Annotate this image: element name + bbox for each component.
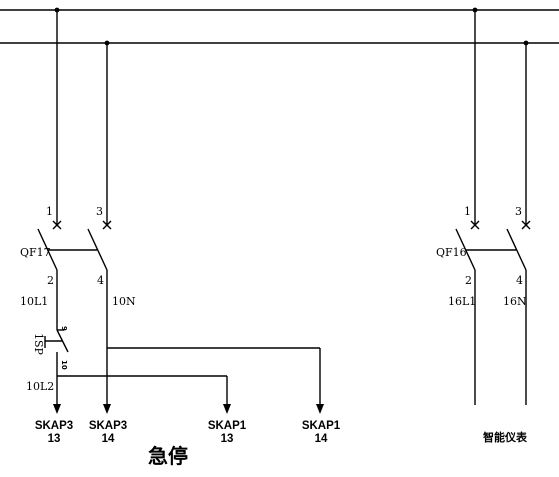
pin-label: 3 — [515, 205, 522, 218]
breaker-blade — [455, 228, 476, 271]
branch-wires — [57, 347, 321, 412]
arrow-down-icon — [53, 404, 61, 414]
wire-label: 10L2 — [26, 380, 54, 393]
wire-label: 16L1 — [448, 295, 476, 308]
breaker-qf16: 1 3 QF16 2 4 16L1 16N — [436, 10, 531, 405]
cross-mark-icon — [52, 220, 62, 230]
pin-label: 3 — [96, 205, 103, 218]
device-label: 1SP — [32, 333, 45, 356]
breaker-qf17: 1 3 QF17 2 4 10L1 10N — [20, 10, 136, 412]
arrow-down-icon — [316, 404, 324, 414]
terminal-name: SKAP3 — [89, 420, 127, 432]
estop-caption: 急停 — [148, 444, 188, 468]
terminal-name: SKAP3 — [35, 420, 73, 432]
breaker-blade — [506, 228, 527, 271]
pin-label: 1 — [46, 205, 53, 218]
terminal-name: SKAP1 — [208, 420, 247, 432]
pin-label: 1 — [464, 205, 471, 218]
contact-blade — [56, 329, 69, 353]
emergency-stop-switch: 1SP 9 10 10L2 — [26, 326, 69, 412]
contact-label: 9 — [60, 326, 68, 331]
cross-mark-icon — [102, 220, 112, 230]
terminal-number: 14 — [315, 433, 328, 445]
cross-mark-icon — [521, 220, 531, 230]
wire-label: 16N — [503, 295, 527, 308]
wire-label: 10N — [112, 295, 136, 308]
breaker-blade — [37, 228, 58, 271]
pin-label: 2 — [47, 274, 54, 287]
terminal-labels: SKAP3 13 SKAP3 14 SKAP1 13 SKAP1 14 — [35, 420, 341, 445]
pin-label: 4 — [516, 274, 523, 287]
terminal-number: 13 — [221, 433, 234, 445]
wire-label: 10L1 — [20, 295, 48, 308]
arrows — [53, 404, 324, 414]
terminal-number: 13 — [48, 433, 61, 445]
pin-label: 4 — [97, 274, 104, 287]
terminal-number: 14 — [102, 433, 115, 445]
breaker-name: QF16 — [436, 246, 467, 259]
arrow-down-icon — [103, 404, 111, 414]
breaker-blade — [87, 228, 108, 271]
contact-label: 10 — [60, 360, 68, 370]
breaker-name: QF17 — [20, 246, 51, 259]
cross-mark-icon — [470, 220, 480, 230]
arrow-down-icon — [223, 404, 231, 414]
meter-label: 智能仪表 — [483, 430, 528, 444]
pin-label: 2 — [465, 274, 472, 287]
terminal-name: SKAP1 — [302, 420, 341, 432]
